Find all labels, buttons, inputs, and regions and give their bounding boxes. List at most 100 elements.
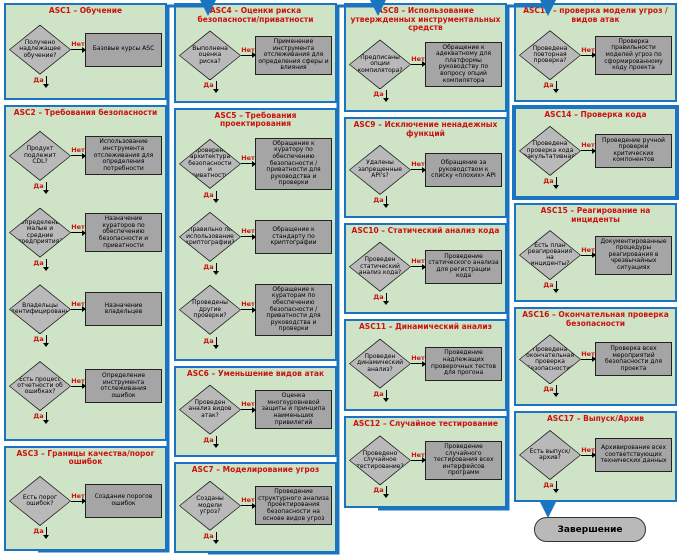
- no-arrow-icon: Нет: [411, 160, 426, 173]
- section-title: ASC1 – Обучение: [48, 6, 123, 15]
- yes-connector: Да: [179, 81, 241, 94]
- decision-diamond: Владельцы идентифицированы?: [9, 284, 71, 335]
- down-arrow-icon: [552, 176, 559, 189]
- yes-connector: Да: [9, 412, 71, 425]
- down-arrow-icon: [42, 527, 49, 540]
- yes-connector: Да: [179, 262, 241, 276]
- down-arrow-icon: [552, 481, 559, 493]
- yes-label: Да: [203, 531, 214, 540]
- yes-connector: Да: [519, 481, 581, 494]
- decision-diamond: Проведена повторная проверка?: [519, 30, 581, 81]
- no-label: Нет: [411, 354, 425, 363]
- section-title: ASC7 – Моделирование угроз: [191, 464, 320, 474]
- step-row: Определены малые и средние предприятия?Н…: [9, 207, 162, 258]
- no-arrow-icon: Нет: [581, 141, 596, 154]
- no-arrow-icon: Нет: [241, 227, 256, 240]
- no-label: Нет: [71, 146, 85, 155]
- yes-connector: Да: [519, 176, 581, 190]
- yes-label: Да: [373, 292, 384, 301]
- decision-diamond: Проведена проверка кода (факультативная)…: [519, 125, 581, 176]
- no-label: Нет: [581, 245, 595, 254]
- yes-label: Да: [203, 191, 214, 199]
- no-arrow-icon: Нет: [581, 46, 596, 59]
- section-asc13: ASC13 – проверка модели угроз / видов ат…: [514, 3, 677, 103]
- yes-connector: Да: [179, 531, 241, 545]
- process-box: Обращение за руководством к списку «плох…: [425, 152, 502, 187]
- no-arrow-icon: Нет: [241, 46, 256, 59]
- no-arrow-icon: Нет: [411, 257, 426, 270]
- decision-diamond: Проведен динамический анализ?: [349, 338, 411, 389]
- no-label: Нет: [71, 299, 85, 308]
- no-arrow-icon: Нет: [71, 377, 86, 390]
- process-box: Обращение к стандарту по криптографии: [255, 219, 332, 254]
- yes-label: Да: [33, 181, 44, 190]
- yes-connector: Да: [179, 435, 241, 449]
- diamond-question: Проведен статический анализ кода?: [350, 242, 410, 291]
- yes-label: Да: [373, 195, 384, 204]
- down-arrow-icon: [42, 258, 49, 271]
- yes-connector: Да: [9, 258, 71, 272]
- yes-label: Да: [33, 75, 44, 84]
- down-arrow-icon: [42, 412, 49, 425]
- down-arrow-icon: [382, 486, 389, 499]
- diamond-question: Есть процесс отчетности об ошибках?: [10, 362, 70, 411]
- diamond-question: Удалены запрещенные API's?: [350, 145, 410, 194]
- diamond-question: Проведен анализ видов атак?: [180, 385, 240, 434]
- decision-diamond: Удалены запрещенные API's?: [349, 144, 411, 195]
- no-arrow-icon: Нет: [71, 40, 86, 53]
- no-label: Нет: [241, 45, 255, 54]
- process-box: Назначение владельцев: [85, 292, 162, 327]
- section-asc4: ASC4 – Оценки риска безопасности/приватн…: [174, 3, 337, 103]
- process-box: Проведение случайного тестирования всех …: [425, 440, 502, 480]
- step-row: Проведена проверка кода (факультативная)…: [519, 125, 672, 176]
- section-title: ASC4 – Оценки риска безопасности/приватн…: [197, 6, 314, 24]
- yes-connector: Да: [9, 181, 71, 195]
- process-box: Проверка правильности моделей угроз по с…: [595, 35, 672, 75]
- down-arrow-icon: [382, 292, 389, 305]
- yes-label: Да: [543, 281, 554, 290]
- decision-diamond: Проведен анализ видов атак?: [179, 384, 241, 435]
- diamond-question: Владельцы идентифицированы?: [10, 285, 70, 334]
- diamond-question: Есть порог ошибок?: [10, 477, 70, 526]
- no-arrow-icon: Нет: [581, 446, 596, 458]
- flow-column: ASC8 – Использование утвержденных инстру…: [344, 3, 507, 509]
- diamond-question: Проверена архитектура безопасности и при…: [180, 139, 240, 188]
- process-box: Обращение к кураторам по обеспечению без…: [255, 283, 332, 336]
- process-box: Базовые курсы ASC: [85, 32, 162, 67]
- no-label: Нет: [241, 300, 255, 309]
- section-title: ASC15 – Реагирование на инциденты: [540, 205, 651, 224]
- no-arrow-icon: Нет: [71, 492, 86, 505]
- yes-label: Да: [543, 481, 554, 489]
- diamond-question: Есть выпуск/архив?: [520, 431, 580, 479]
- process-box: Архивирование всех соответствующих техни…: [595, 438, 672, 472]
- section-title: ASC17 – Выпуск/Архив: [547, 414, 644, 424]
- no-arrow-icon: Нет: [241, 300, 256, 313]
- section-asc8: ASC8 – Использование утвержденных инстру…: [344, 3, 507, 113]
- yes-label: Да: [33, 527, 44, 536]
- yes-connector: Да: [9, 335, 71, 348]
